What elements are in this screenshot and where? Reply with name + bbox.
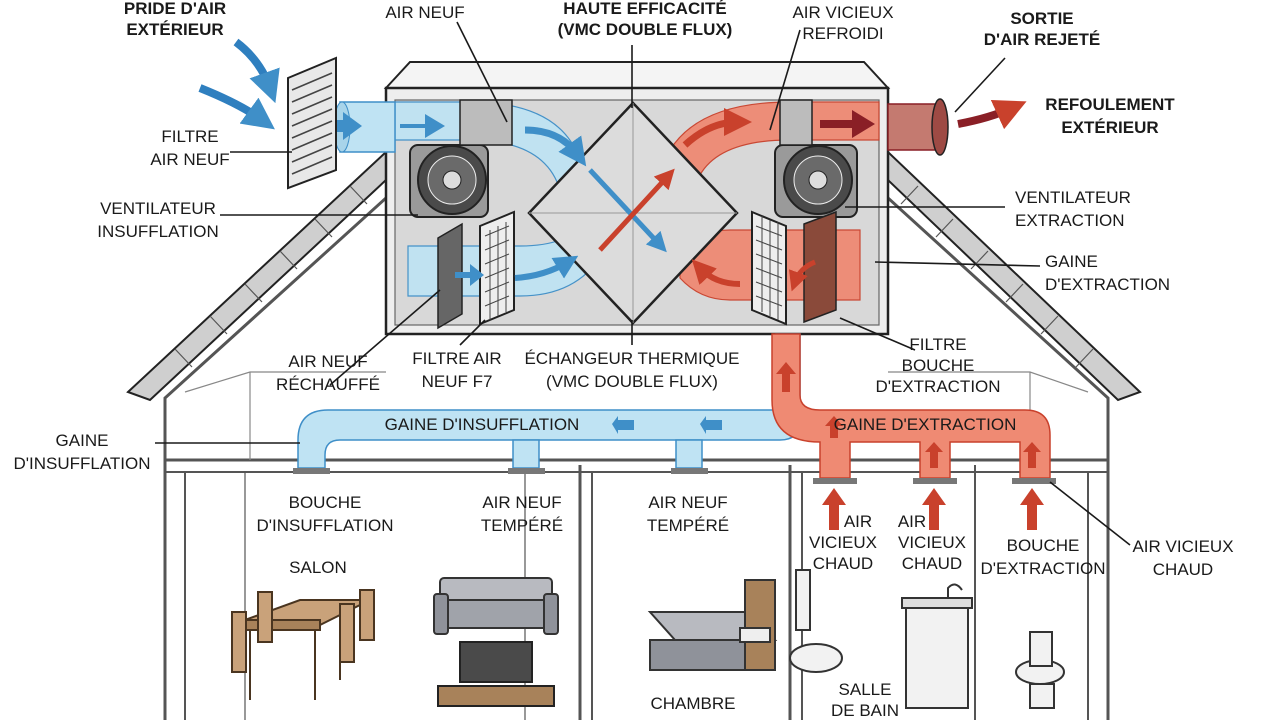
supply-duct-label: GAINE D'INSUFFLATION xyxy=(385,415,580,434)
air-neuf-label: AIR NEUF xyxy=(385,3,464,22)
intake-pipe xyxy=(313,101,396,153)
extract-vents xyxy=(813,478,1056,484)
echangeur-label: ÉCHANGEUR THERMIQUE(VMC DOUBLE FLUX) xyxy=(524,349,739,391)
supply-vents xyxy=(293,468,708,474)
tv-icon xyxy=(437,641,555,707)
intake-grille-icon xyxy=(287,56,337,190)
leader-lines xyxy=(155,21,1131,546)
roof xyxy=(126,149,1142,402)
extract-fan-icon xyxy=(774,99,858,218)
extract-duct-arrows xyxy=(776,362,1044,530)
intake-arrows xyxy=(198,38,280,130)
stale-flow-arrows xyxy=(682,108,875,292)
room-salon-label: SALON xyxy=(289,558,347,577)
bathroom-fixtures-icon xyxy=(789,569,1065,709)
extract-filter-icon xyxy=(751,210,837,326)
bed-icon xyxy=(647,579,778,671)
exhaust-pipe xyxy=(887,98,1027,156)
extract-duct xyxy=(771,333,1051,479)
dining-table-icon xyxy=(231,589,375,700)
unit-title: HAUTE EFFICACITÉ(VMC DOUBLE FLUX) xyxy=(558,0,733,39)
supply-duct-arrows xyxy=(612,416,722,434)
fresh-flow-arrows xyxy=(400,114,587,286)
extract-duct-label: GAINE D'EXTRACTION xyxy=(834,415,1017,434)
room-chambre-label: CHAMBRE xyxy=(650,694,735,713)
filter-f7-icon xyxy=(437,210,515,330)
sofa-icon xyxy=(433,577,559,635)
supply-fan-icon xyxy=(409,99,513,218)
